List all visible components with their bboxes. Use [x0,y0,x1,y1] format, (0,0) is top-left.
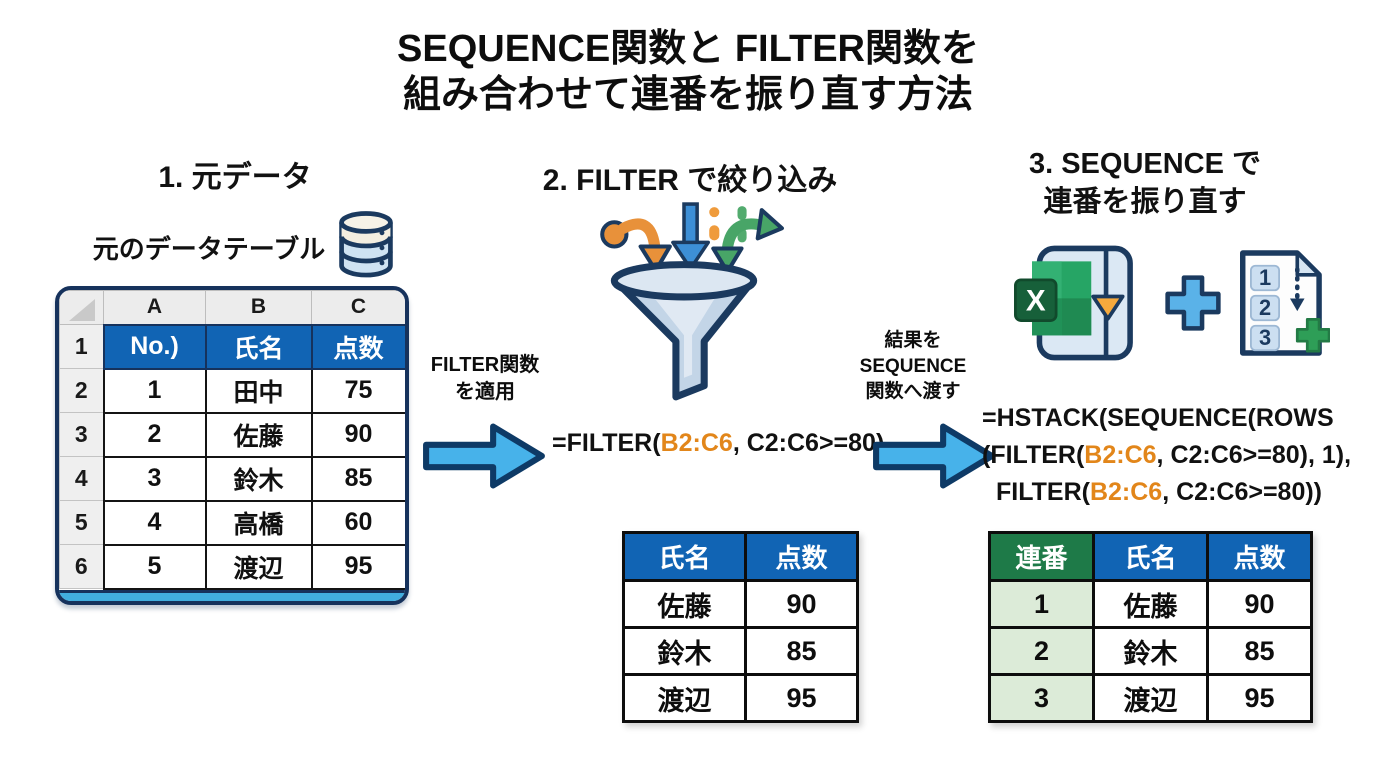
cell: 95 [1206,673,1313,723]
cell: 3 [102,455,207,502]
cell: 鈴木 [622,626,747,676]
database-icon [335,210,397,285]
row-number: 1 [59,324,104,369]
doc-number-2: 2 [1259,295,1271,320]
step3-icons: X 1 2 3 [1008,240,1338,371]
header-cell: 点数 [744,531,859,582]
header-cell: 点数 [1206,531,1313,582]
sequence-document-icon: 1 2 3 [1230,243,1331,368]
excel-x-letter: X [1026,284,1046,317]
cell: 85 [310,455,405,502]
doc-number-3: 3 [1259,325,1271,350]
cell: 85 [1206,626,1313,676]
cell-sequence: 2 [988,626,1095,676]
doc-number-1: 1 [1259,265,1271,290]
cell: 5 [102,543,207,590]
cell: 佐藤 [1092,579,1209,629]
cell: 渡辺 [1092,673,1209,723]
cell: 1 [102,367,207,414]
sheet-base-accent [59,589,405,601]
header-cell-green: 連番 [988,531,1095,582]
cell: 95 [310,543,405,590]
header-cell: 点数 [310,323,405,370]
arrow2-label: 結果を SEQUENCE 関数へ渡す [859,330,967,403]
cell: 田中 [204,367,313,414]
renumbered-table: 連番 氏名 点数 1 佐藤 90 2 鈴木 85 3 渡辺 95 [988,531,1313,723]
excel-file-icon: X [1008,240,1156,371]
row-number: 2 [59,368,104,413]
table-row: 6 5 渡辺 95 [59,543,405,590]
hstack-line1: =HSTACK(SEQUENCE(ROWS [982,404,1334,432]
page-title: SEQUENCE関数と FILTER関数を 組み合わせて連番を振り直す方法 [0,26,1376,119]
column-letter-row: A B C [59,290,405,325]
header-cell: 氏名 [204,323,313,370]
title-line1: SEQUENCE関数と FILTER関数を [397,28,979,70]
funnel-filter-icon [578,198,790,415]
filter-formula: =FILTER(B2:C6, C2:C6>=80) [552,429,885,457]
arrow1-label: FILTER関数 を適用 [430,354,540,403]
step3-heading: 3. SEQUENCE で 連番を振り直す [1028,148,1262,218]
filtered-table: 氏名 点数 佐藤 90 鈴木 85 渡辺 95 [622,531,859,723]
row-number: 4 [59,456,104,501]
range-highlight: B2:C6 [660,429,733,457]
table-row: 2 1 田中 75 [59,367,405,414]
cell: 渡辺 [204,543,313,590]
table-row: 佐藤 90 [622,579,859,629]
cell-sequence: 1 [988,579,1095,629]
source-data-table: A B C 1 No.) 氏名 点数 2 1 田中 75 3 2 佐藤 90 [55,286,409,605]
cell: 高橋 [204,499,313,546]
step1-sublabel-row: 元のデータテーブル [70,210,420,285]
range-highlight: B2:C6 [1089,478,1163,506]
cell: 90 [744,579,859,629]
table-row: 鈴木 85 [622,626,859,676]
table-row: 1 No.) 氏名 点数 [59,323,405,370]
table-row: 5 4 高橋 60 [59,499,405,546]
table-row: 2 鈴木 85 [988,626,1313,676]
step2-heading: 2. FILTER で絞り込み [542,164,838,197]
cell: 4 [102,499,207,546]
table-row: 3 2 佐藤 90 [59,411,405,458]
table-row: 氏名 点数 [622,531,859,582]
table-row: 3 渡辺 95 [988,673,1313,723]
row-number: 6 [59,544,104,589]
cell: 渡辺 [622,673,747,723]
cell: 佐藤 [204,411,313,458]
step1-sublabel: 元のデータテーブル [92,234,326,264]
row-number: 5 [59,500,104,545]
range-highlight: B2:C6 [1084,441,1157,469]
col-header-A: A [103,290,206,325]
cell: 75 [310,367,405,414]
table-row: 渡辺 95 [622,673,859,723]
step1-heading: 1. 元データ [158,161,312,194]
cell: 2 [102,411,207,458]
table-row: 連番 氏名 点数 [988,531,1313,582]
cell: 鈴木 [204,455,313,502]
row-number: 3 [59,412,104,457]
cell: 90 [310,411,405,458]
cell: 佐藤 [622,579,747,629]
cell: 85 [744,626,859,676]
hstack-formula: =HSTACK(SEQUENCE(ROWS (FILTER(B2:C6, C2:… [982,400,1376,511]
hstack-line3: FILTER(B2:C6, C2:C6>=80)) [996,478,1323,506]
col-header-B: B [205,290,312,325]
header-cell: 氏名 [1092,531,1209,582]
hstack-line2: (FILTER(B2:C6, C2:C6>=80), 1), [982,441,1352,469]
title-line2: 組み合わせて連番を振り直す方法 [402,74,973,117]
cell: 95 [744,673,859,723]
select-all-corner [59,290,104,325]
cell: 60 [310,499,405,546]
right-arrow-icon [870,418,1000,499]
col-header-C: C [311,290,405,325]
corner-triangle-icon [68,298,95,321]
cell: 鈴木 [1092,626,1209,676]
cell: 90 [1206,579,1313,629]
cell-sequence: 3 [988,673,1095,723]
header-cell: 氏名 [622,531,747,582]
plus-icon [1164,274,1222,337]
table-row: 1 佐藤 90 [988,579,1313,629]
header-cell: No.) [102,323,207,370]
table-row: 4 3 鈴木 85 [59,455,405,502]
right-arrow-icon [420,418,550,499]
